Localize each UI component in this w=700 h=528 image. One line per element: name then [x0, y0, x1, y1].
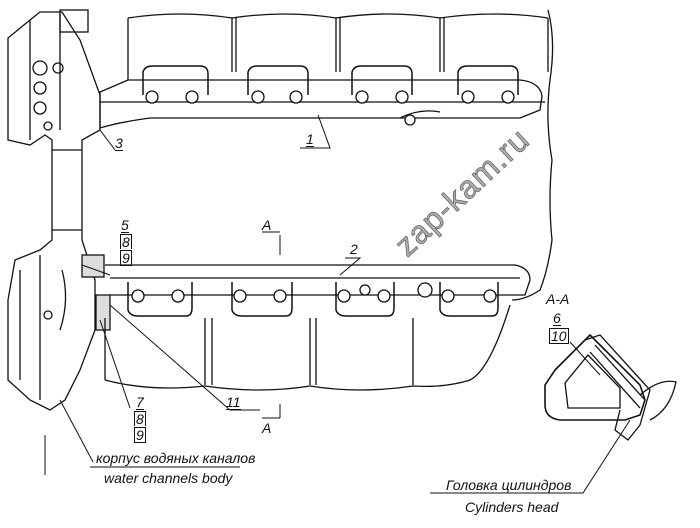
break-line: [511, 9, 554, 301]
callout-8-top: 8: [120, 234, 132, 250]
cylinder-head-label-ru: Головка цилиндров: [446, 477, 572, 493]
lower-cylinders: [104, 304, 511, 391]
water-channels-body: [7, 9, 101, 475]
upper-manifold: [99, 65, 545, 129]
callout-9-bottom: 9: [134, 427, 146, 443]
callout-3: 3: [115, 135, 123, 151]
callout-11: 11: [226, 394, 241, 410]
section-a-a: [544, 333, 677, 441]
upper-cylinders: [127, 13, 549, 80]
callout-5: 5: [121, 217, 129, 233]
callout-7: 7: [136, 394, 144, 410]
water-channels-label-en: water channels body: [104, 470, 233, 486]
callout-10: 10: [549, 328, 569, 344]
callout-1: 1: [306, 131, 314, 147]
section-mark-bottom: A: [262, 420, 272, 436]
section-mark-top: A: [262, 217, 272, 233]
lower-manifold: [81, 254, 531, 331]
cylinder-head-label-en: Cylinders head: [465, 499, 559, 515]
callout-6: 6: [553, 310, 561, 326]
callout-2: 2: [350, 241, 358, 257]
water-channels-label-ru: корпус водяных каналов: [96, 450, 256, 466]
callout-8-bottom: 8: [134, 411, 146, 427]
section-title: A-A: [546, 291, 570, 307]
callout-9-top: 9: [120, 250, 132, 266]
